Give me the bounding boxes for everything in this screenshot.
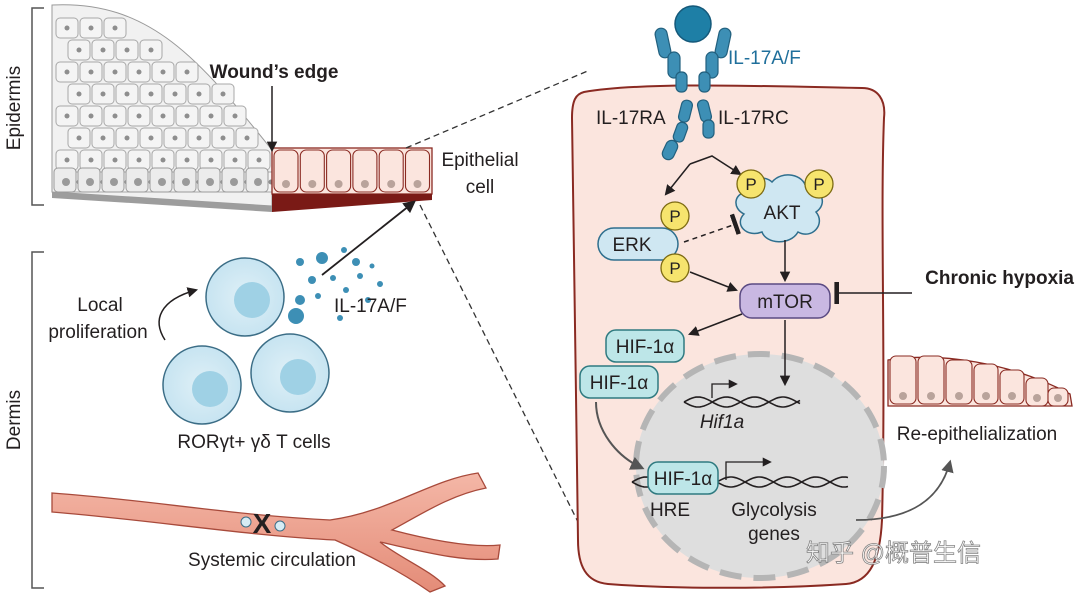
zoom-guide-bottom [419,204,583,531]
hif1a-protein-2: HIF-1α [579,365,659,399]
local-proliferation-label-2: proliferation [48,322,147,343]
blocked-migration-mark: X [253,508,272,539]
erk-phospho-1: P [660,201,690,231]
il17ra-label: IL-17RA [596,108,666,129]
epidermis-bracket: Epidermis [4,7,44,206]
ligand-label: IL-17A/F [728,48,801,69]
reepithelialization-cells [887,355,1073,407]
watermark: 知乎 @概普生信 [806,540,981,567]
epidermis-label: Epidermis [4,66,25,150]
cytokine-arrow [321,200,416,276]
zoom-guide-top [405,69,591,149]
tcells-label: RORγt+ γδ T cells [177,432,330,453]
tcell-top [205,257,285,337]
hif1a-protein-1: HIF-1α [605,329,685,363]
svg-text:P: P [813,175,824,194]
erk-akt-inhibition [683,213,741,243]
glycolysis-label-1: Glycolysis [731,500,817,521]
wound-edge-callout: Wound’s edge [210,62,339,153]
svg-text:HIF-1α: HIF-1α [654,469,713,490]
hif1a-gene-label: Hif1a [700,412,744,433]
dermis-bracket: Dermis [4,251,44,589]
receptor-to-erk-arrow [664,163,691,196]
blood-vessel: X [51,472,501,593]
hif1a-bound [647,461,719,495]
epithelial-cell-label-1: Epithelial [441,150,518,171]
hre-label: HRE [650,500,690,521]
hif-to-hre-arrow [595,401,645,470]
chronic-hypoxia-label: Chronic hypoxia [925,268,1074,289]
erk-to-mtor-arrow [689,271,738,292]
mtor-label: mTOR [757,292,813,313]
akt-phospho-2: P [804,169,834,199]
epithelial-cell-label-2: cell [466,177,495,198]
tcell-cluster [162,257,330,425]
erk-node: ERK [597,227,679,261]
local-proliferation-label-1: Local [77,295,122,316]
hre-binding: HIF-1α HRE Glycolysis genes [631,457,849,545]
tcell-left [162,345,242,425]
reepithelialization-label: Re-epithelialization [897,424,1058,445]
erk-label: ERK [612,235,651,256]
svg-text:P: P [745,175,756,194]
glycolysis-label-2: genes [748,524,800,545]
dermis-label: Dermis [4,390,25,450]
cytokine-particles [288,247,383,324]
svg-text:P: P [669,207,680,226]
receptor-to-akt-arrow [689,155,742,176]
akt-label: AKT [764,203,801,224]
svg-text:HIF-1α: HIF-1α [616,337,675,358]
il17-ligand-icon [674,5,712,43]
nucleus [633,351,887,581]
mtor-node: mTOR [739,283,831,319]
glycolysis-to-reepith-arrow [855,459,954,521]
mtor-to-hif-arrow [688,313,743,336]
hif1a-gene: Hif1a [683,379,801,433]
wound-edge-label: Wound’s edge [210,62,339,83]
akt-phospho-1: P [736,169,766,199]
il17-receptor-complex [654,5,732,161]
svg-text:HIF-1α: HIF-1α [590,373,649,394]
erk-phospho-2: P [660,253,690,283]
cytokine-label: IL-17A/F [334,296,407,317]
circulation-label: Systemic circulation [188,550,356,571]
proliferation-arrow [158,287,199,341]
tcell-right [250,333,330,413]
svg-text:P: P [669,259,680,278]
epidermis-tissue [51,4,433,212]
il17rc-label: IL-17RC [718,108,789,129]
